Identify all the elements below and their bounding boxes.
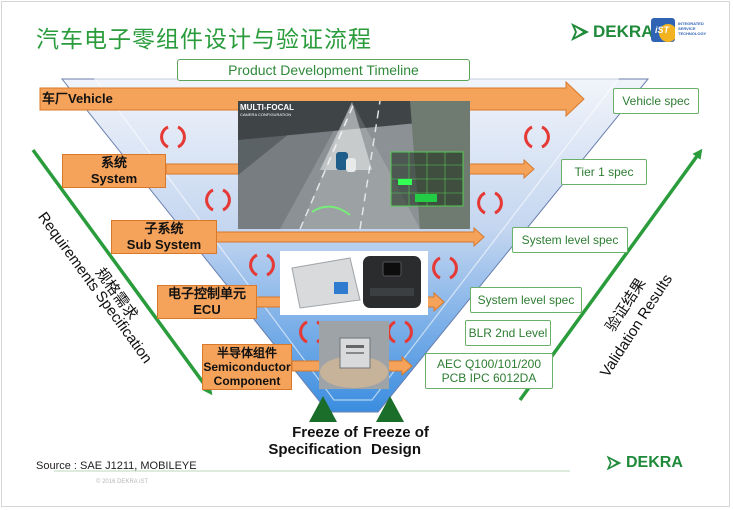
cycle-icon xyxy=(524,125,550,149)
level-vehicle: 车厂Vehicle xyxy=(42,91,113,106)
spec-tier1: Tier 1 spec xyxy=(561,159,647,185)
spec-system-level-2: System level spec xyxy=(470,287,582,313)
dekra-arrow-icon xyxy=(606,455,622,471)
freeze-design-marker xyxy=(376,396,404,422)
cycle-icon xyxy=(249,253,275,277)
camera-caption: MULTI-FOCAL CAMERA CONFIGURATION xyxy=(240,103,295,117)
cycle-icon xyxy=(477,191,503,215)
ist-badge-icon: iST xyxy=(651,18,675,42)
spec-blr: BLR 2nd Level xyxy=(465,320,551,346)
cycle-icon xyxy=(432,256,458,280)
source-note: Source : SAE J1211, MOBILEYE xyxy=(36,460,197,472)
copyright-note: © 2016 DEKRA iST xyxy=(96,479,149,485)
dekra-brand: DEKRA xyxy=(593,22,654,41)
cycle-icon xyxy=(205,188,231,212)
freeze-spec-marker xyxy=(309,396,337,422)
dekra-arrow-icon xyxy=(571,23,589,41)
spec-system-level-1: System level spec xyxy=(512,227,628,253)
dekra-brand: DEKRA xyxy=(626,454,683,471)
requirements-arrow xyxy=(31,148,213,396)
camera-road-image xyxy=(238,100,470,230)
page-title: 汽车电子零组件设计与验证流程 xyxy=(36,27,372,53)
dekra-logo-bottom: DEKRA xyxy=(605,452,695,474)
subsystem-arrow xyxy=(215,226,485,248)
cycle-icon xyxy=(160,125,186,149)
semiconductor-image xyxy=(319,321,389,389)
spec-vehicle: Vehicle spec xyxy=(613,88,699,114)
ecu-image xyxy=(280,251,428,315)
timeline-label: Product Development Timeline xyxy=(177,59,470,81)
